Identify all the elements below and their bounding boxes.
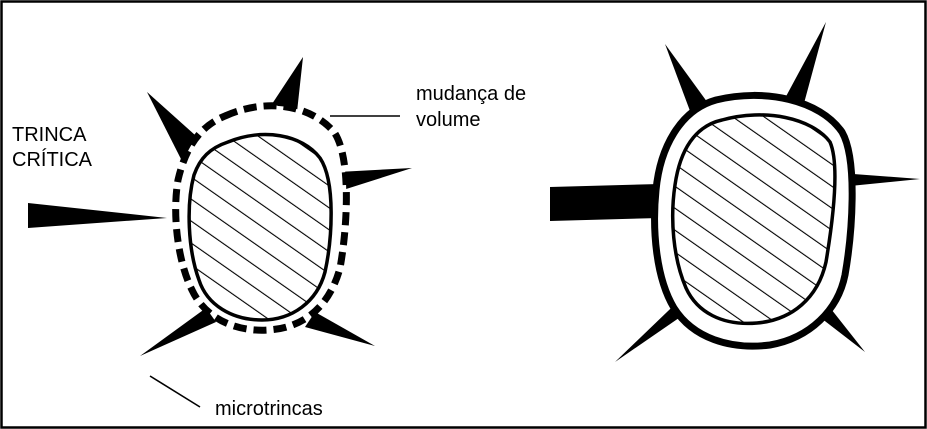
volume-change-label-line2: volume <box>416 109 480 131</box>
spike-upper-left <box>665 44 713 119</box>
volume-change-label-line1: mudança de <box>416 83 526 105</box>
spike-top <box>272 57 303 112</box>
spike-critical-crack <box>28 203 167 228</box>
spike-lower-right <box>305 312 375 346</box>
left-particle <box>28 57 412 356</box>
right-particle <box>550 22 920 362</box>
microcracks-leader <box>149 375 201 408</box>
microcracks-label: microtrincas <box>215 398 323 420</box>
spike-upper-left <box>147 92 205 163</box>
spike-left-thick <box>550 184 660 221</box>
spike-top <box>783 22 826 107</box>
spike-right <box>840 173 920 187</box>
inner-grain <box>187 132 333 322</box>
spike-right <box>338 168 412 190</box>
inner-grain <box>670 113 837 326</box>
critical-crack-label-line2: CRÍTICA <box>12 148 93 171</box>
spike-lower-left <box>140 308 216 356</box>
critical-crack-label-line1: TRINCA <box>12 124 87 146</box>
